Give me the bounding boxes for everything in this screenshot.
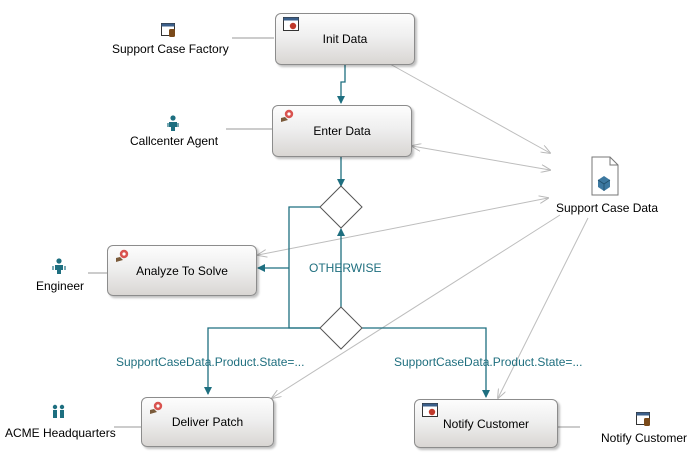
participant-label-engineer: Engineer [36,279,85,293]
performer-lines [88,37,580,428]
application-icon [283,17,299,31]
condition-otherwise: OTHERWISE [309,261,382,275]
task-label: Analyze To Solve [136,263,228,278]
data-document-icon[interactable] [591,156,619,196]
group-icon [52,404,65,418]
sequence-flows [204,65,490,398]
task-notify-customer[interactable]: Notify Customer [414,399,558,448]
condition-right: SupportCaseData.Product.State=... [394,355,583,369]
participant-label-notify: Notify Customer [601,431,688,445]
data-object-label: Support Case Data [556,201,659,215]
flow-to-notify [362,327,490,398]
participant-label-agent: Callcenter Agent [130,134,219,148]
flow-init-enter [337,65,346,104]
condition-left: SupportCaseData.Product.State=... [116,355,305,369]
task-label: Init Data [322,32,368,46]
task-label: Deliver Patch [171,415,244,429]
user-task-icon [281,109,294,122]
user-task-icon [150,401,163,414]
task-deliver-patch[interactable]: Deliver Patch [141,397,274,447]
application-icon [161,23,175,37]
gateway-decision-2[interactable] [319,306,363,350]
assoc-data-notify [498,217,589,398]
application-icon [636,412,650,426]
person-icon [167,115,179,131]
participant-label-factory: Support Case Factory [112,42,229,56]
task-enter-data[interactable]: Enter Data [272,105,412,157]
person-icon [52,258,66,274]
assoc-data-analyze [258,198,548,255]
data-associations [258,63,589,398]
task-analyze-to-solve[interactable]: Analyze To Solve [107,245,257,296]
task-label: Notify Customer [442,416,530,431]
assoc-data-deliver [272,214,561,398]
task-init-data[interactable]: Init Data [275,13,415,65]
assoc-init-to-data [389,63,550,153]
assoc-enter-data [412,146,550,170]
user-task-icon [116,249,129,262]
gateway-decision-1[interactable] [319,185,363,229]
task-label: Enter Data [313,124,371,138]
flow-to-deliver [204,327,320,395]
application-icon [422,403,438,417]
participant-label-acme: ACME Headquarters [5,426,116,440]
